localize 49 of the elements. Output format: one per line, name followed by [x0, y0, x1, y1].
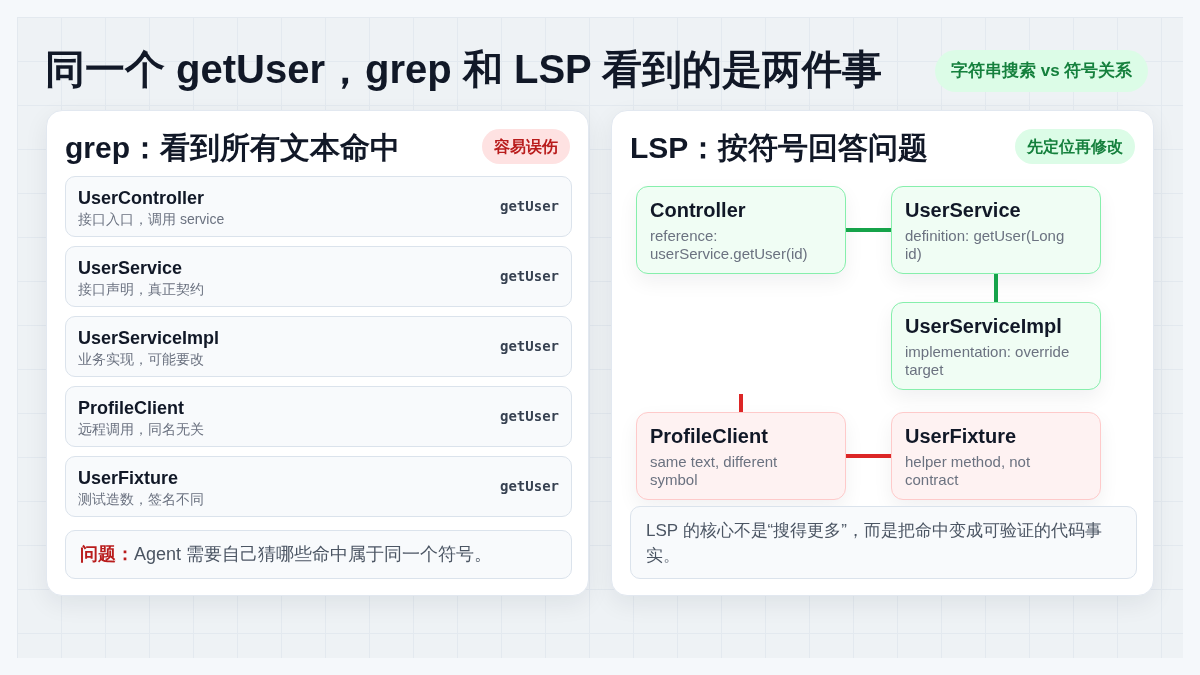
match-row	[65, 456, 572, 517]
match-row	[65, 246, 572, 307]
symbol-card	[636, 186, 846, 274]
row-description: 接口入口，调用 service	[78, 209, 225, 228]
match-row	[65, 176, 572, 237]
match-text: getUser	[500, 337, 559, 356]
symbol-detail: implementation: override target	[905, 343, 1071, 379]
symbol-card	[891, 186, 1101, 274]
symbol-name: Controller	[650, 198, 747, 223]
summary-note: LSP 的核心不是“搜得更多”，而是把命中变成可验证的代码事实。	[630, 506, 1137, 579]
connector-line	[994, 274, 998, 302]
symbol-name: UserServiceImpl	[905, 314, 1063, 339]
row-description: 业务实现，可能要改	[78, 349, 205, 368]
symbol-detail: definition: getUser(Long id)	[905, 227, 1066, 263]
row-description: 远程调用，同名无关	[78, 419, 204, 438]
symbol-detail: helper method, not contract	[905, 453, 1032, 489]
problem-note: 问题：Agent 需要自己猜哪些命中属于同一个符号。	[65, 530, 572, 579]
tag-badge: 先定位再修改	[1015, 129, 1135, 164]
row-description: 接口声明，真正契约	[78, 279, 204, 298]
row-description: 测试造数，签名不同	[78, 489, 204, 508]
match-text: getUser	[500, 197, 559, 216]
panel-heading: LSP：按符号回答问题	[630, 130, 929, 166]
symbol-name: UserFixture	[905, 424, 1018, 449]
panel-heading: grep：看到所有文本命中	[65, 130, 400, 166]
connector-line	[846, 228, 891, 232]
match-text: getUser	[500, 267, 559, 286]
panel-card	[611, 110, 1154, 596]
panel-card	[46, 110, 589, 596]
symbol-card	[891, 412, 1101, 500]
connector-line	[739, 394, 743, 412]
class-name: UserController	[78, 186, 206, 210]
class-name: UserService	[78, 256, 184, 280]
match-text: getUser	[500, 407, 559, 426]
symbol-detail: reference: userService.getUser(id)	[650, 227, 809, 263]
symbol-name: ProfileClient	[650, 424, 769, 449]
symbol-card	[891, 302, 1101, 390]
symbol-detail: same text, different symbol	[650, 453, 779, 489]
class-name: UserServiceImpl	[78, 326, 220, 350]
slide-title: 同一个 getUser，grep 和 LSP 看到的是两件事	[45, 46, 883, 93]
tag-badge: 字符串搜索 vs 符号关系	[935, 50, 1149, 92]
match-text: getUser	[500, 477, 559, 496]
symbol-card	[636, 412, 846, 500]
symbol-name: UserService	[905, 198, 1022, 223]
match-row	[65, 386, 572, 447]
class-name: ProfileClient	[78, 396, 185, 420]
connector-line	[846, 454, 891, 458]
tag-badge: 容易误伤	[482, 129, 570, 164]
match-row	[65, 316, 572, 377]
class-name: UserFixture	[78, 466, 180, 490]
